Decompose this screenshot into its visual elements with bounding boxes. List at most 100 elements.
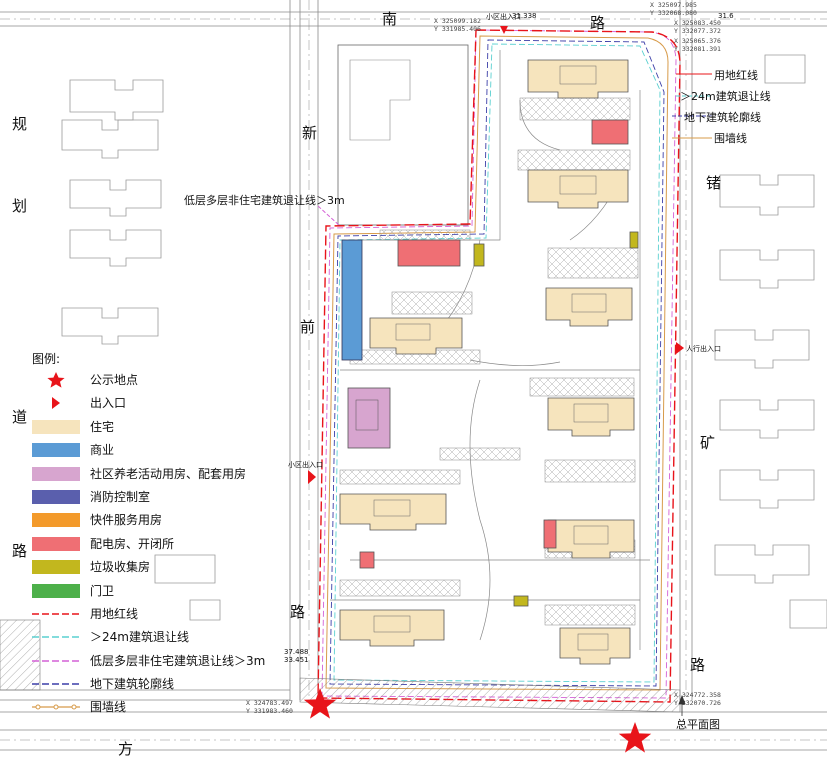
legend-item-line_under: 地下建筑轮廓线 bbox=[32, 673, 292, 696]
garbage-room bbox=[513, 595, 529, 607]
legend-symbol-residential bbox=[32, 419, 80, 434]
coord-top-left-y: Y 331985.406 bbox=[434, 25, 481, 33]
road-centerlines bbox=[0, 0, 827, 741]
coord-bottom-left-y: Y 331983.460 bbox=[246, 707, 293, 715]
legend-label-line_wall: 围墙线 bbox=[90, 700, 127, 715]
road-label-south-2: 路 bbox=[590, 14, 606, 32]
residential-building bbox=[545, 287, 633, 327]
entrance-markers bbox=[308, 26, 684, 484]
callout-low-rise: 低层多层非住宅建筑退让线＞3m bbox=[184, 194, 345, 207]
legend-item-entrance: 出入口 bbox=[32, 392, 292, 415]
legend-rows: 公示地点出入口住宅商业社区养老活动用房、配套用房消防控制室快件服务用房配电房、开… bbox=[32, 369, 292, 720]
community-building-inner bbox=[355, 399, 379, 431]
neighbour-buildings-left bbox=[61, 79, 221, 621]
legend-symbol-line_24m bbox=[32, 636, 80, 639]
road-label-west-lower-1: 道 bbox=[12, 408, 28, 426]
road-label-east-3: 路 bbox=[690, 656, 706, 674]
legend-symbol-line_wall bbox=[32, 704, 80, 710]
elevation-top-gate: 31.338 bbox=[512, 12, 537, 20]
residential-buildings bbox=[339, 59, 635, 665]
coord-top-left-x: X 325099.182 bbox=[434, 17, 481, 25]
legend-symbol-line_low bbox=[32, 659, 80, 662]
label-entrance-west: 小区出入口 bbox=[288, 461, 323, 469]
residential-building bbox=[369, 317, 463, 355]
garbage-room bbox=[629, 231, 639, 249]
legend-label-line_red: 用地红线 bbox=[90, 606, 139, 621]
callout-setback-24m: ＞24m建筑退让线 bbox=[680, 90, 771, 103]
legend-label-residential: 住宅 bbox=[90, 419, 115, 434]
legend-item-community: 社区养老活动用房、配套用房 bbox=[32, 463, 292, 486]
legend-item-garbage: 垃圾收集房 bbox=[32, 556, 292, 579]
legend: 图例: 公示地点出入口住宅商业社区养老活动用房、配套用房消防控制室快件服务用房配… bbox=[32, 350, 292, 720]
elevation-left-2: 33.451 bbox=[284, 656, 309, 664]
road-label-west-2: 划 bbox=[12, 197, 28, 215]
residential-inner-cores bbox=[373, 65, 609, 651]
legend-item-fire: 消防控制室 bbox=[32, 486, 292, 509]
label-entrance-top: 小区出入口 bbox=[486, 13, 521, 21]
coord-right1-x: X 325083.450 bbox=[674, 19, 721, 27]
bottom-green-band bbox=[299, 677, 681, 713]
legend-label-star: 公示地点 bbox=[90, 373, 139, 387]
legend-item-line_low: 低层多层非住宅建筑退让线＞3m bbox=[32, 650, 292, 673]
legend-item-power: 配电房、开闭所 bbox=[32, 533, 292, 556]
road-label-south-1: 南 bbox=[382, 10, 398, 28]
legend-item-line_wall: 围墙线 bbox=[32, 696, 292, 719]
legend-symbol-star bbox=[47, 372, 65, 388]
entrance-east-marker bbox=[676, 342, 684, 354]
residential-building bbox=[527, 169, 629, 209]
power-room bbox=[359, 551, 375, 569]
coord-top-right-x: X 325097.985 bbox=[650, 1, 697, 9]
entrance-west-marker bbox=[308, 470, 316, 484]
legend-symbol-express bbox=[32, 513, 80, 528]
legend-symbol-line_under bbox=[32, 683, 80, 685]
north-arrow bbox=[678, 694, 686, 716]
coord-bottom-left-x: X 324783.497 bbox=[246, 699, 293, 707]
elevation-left-1: 37.488 bbox=[284, 648, 309, 656]
drawing-title: 总平面图 bbox=[676, 718, 720, 731]
residential-building bbox=[559, 627, 631, 665]
power-room bbox=[397, 239, 461, 267]
legend-label-power: 配电房、开闭所 bbox=[90, 536, 175, 551]
legend-label-entrance: 出入口 bbox=[90, 396, 127, 411]
garbage-room bbox=[473, 243, 485, 267]
community-building bbox=[347, 387, 391, 449]
power-room bbox=[543, 519, 557, 549]
coord-right2-y: Y 332081.391 bbox=[674, 45, 721, 53]
entrance-top-marker bbox=[500, 26, 508, 34]
coord-right1-y: Y 332077.372 bbox=[674, 27, 721, 35]
legend-item-express: 快件服务用房 bbox=[32, 509, 292, 532]
coord-right2-x: X 325065.376 bbox=[674, 37, 721, 45]
road-label-east-1: 锗 bbox=[706, 174, 722, 192]
existing-building bbox=[337, 44, 469, 226]
road-label-west-lower-2: 路 bbox=[12, 542, 28, 560]
elevation-top-right: 31.6 bbox=[718, 12, 734, 20]
legend-title: 图例: bbox=[32, 352, 61, 366]
legend-label-line_24m: ＞24m建筑退让线 bbox=[90, 630, 189, 645]
residential-building bbox=[339, 493, 447, 531]
coord-bottom-right-x: X 324772.358 bbox=[674, 691, 721, 699]
road-label-west-3: 新 bbox=[302, 124, 318, 142]
legend-label-express: 快件服务用房 bbox=[90, 513, 163, 528]
legend-symbol-commercial bbox=[32, 443, 80, 458]
legend-symbol-community bbox=[32, 466, 80, 481]
legend-symbol-entrance bbox=[52, 397, 60, 410]
road-label-west-4: 前 bbox=[300, 318, 316, 336]
road-label-west-1: 规 bbox=[12, 115, 28, 133]
existing-building-inner bbox=[349, 59, 411, 141]
legend-symbol-fire bbox=[32, 489, 80, 504]
neighbour-buildings-right bbox=[714, 54, 827, 629]
parking-areas bbox=[339, 97, 639, 626]
legend-item-line_24m: ＞24m建筑退让线 bbox=[32, 626, 292, 649]
legend-label-line_under: 地下建筑轮廓线 bbox=[90, 677, 175, 692]
label-entrance-east: 人行出入口 bbox=[686, 345, 721, 353]
residential-building bbox=[547, 519, 635, 559]
legend-symbol-garbage bbox=[32, 560, 80, 575]
road-label-west-5: 路 bbox=[290, 603, 306, 621]
legend-item-guard: 门卫 bbox=[32, 580, 292, 603]
callout-red-line: 用地红线 bbox=[714, 69, 758, 82]
callout-underground: 地下建筑轮廓线 bbox=[684, 111, 761, 124]
notice-star-bottom-left bbox=[303, 688, 337, 719]
legend-symbol-guard bbox=[32, 583, 80, 598]
